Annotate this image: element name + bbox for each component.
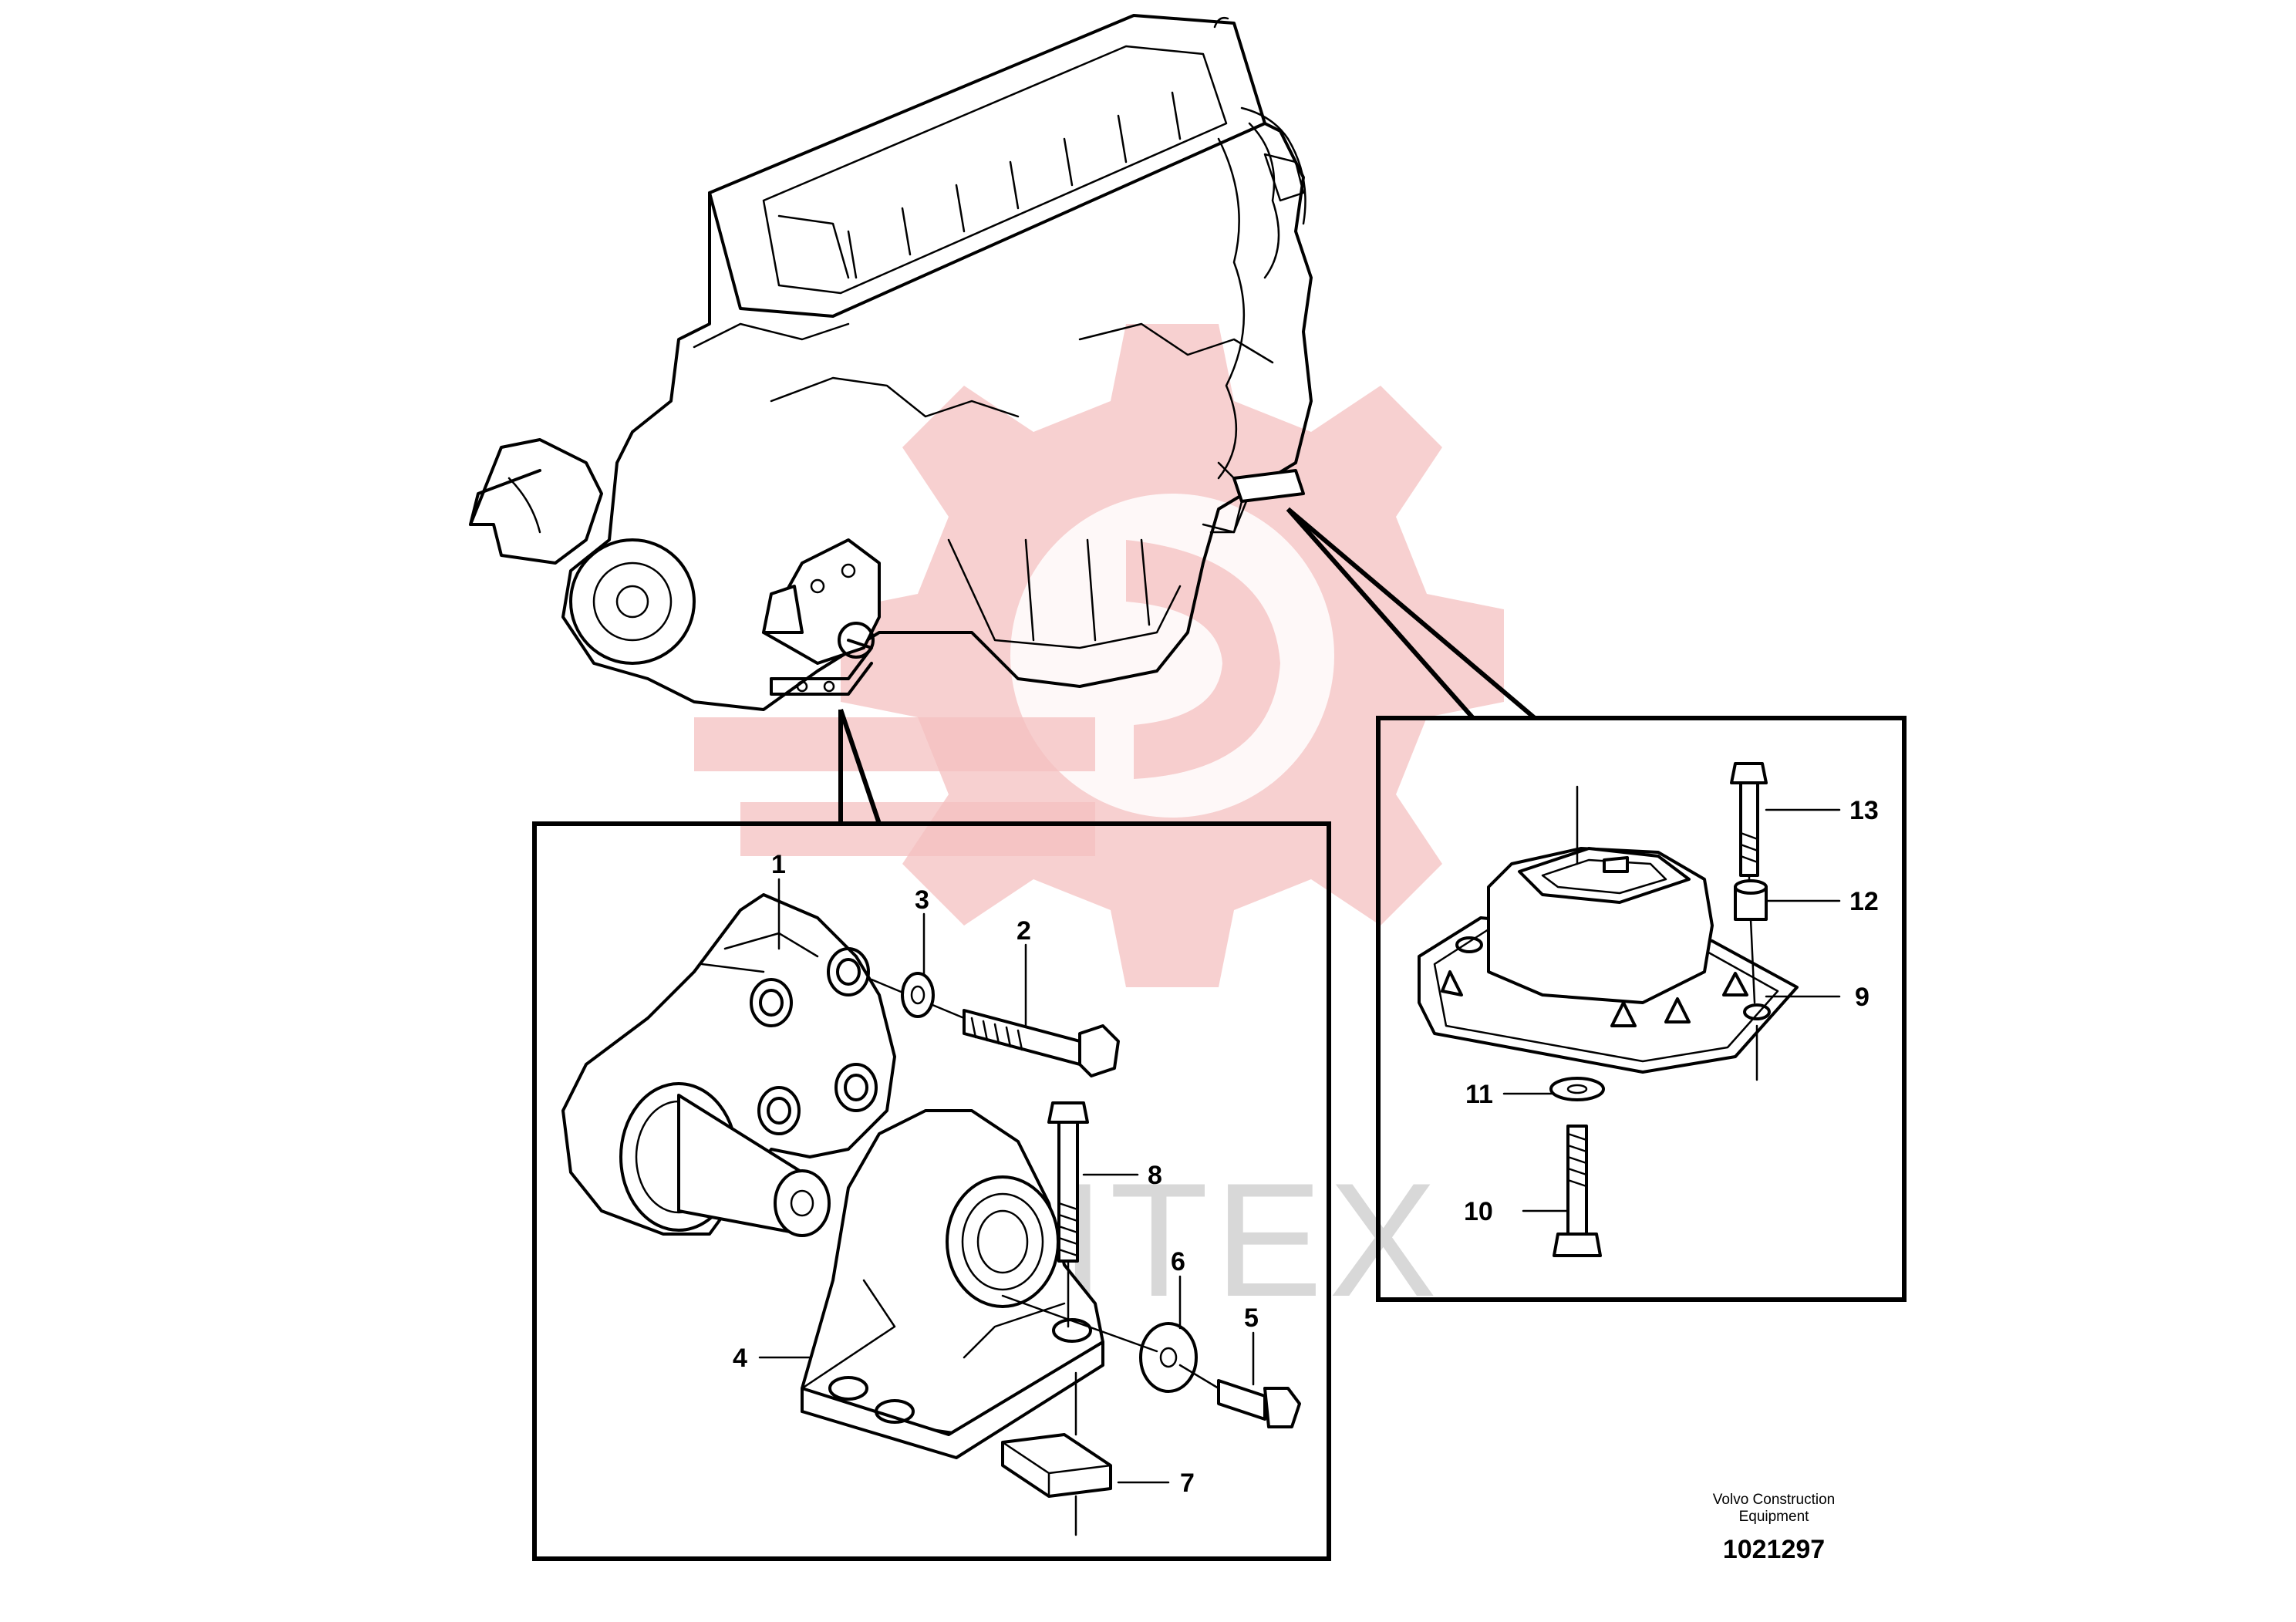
rear-mount-assembly [1418, 762, 1799, 1257]
credit-line-2: Equipment [1739, 1509, 1810, 1525]
callout-12: 12 [1849, 887, 1879, 916]
callout-13: 13 [1849, 796, 1879, 825]
callout-labels: 1 2 3 4 5 6 7 8 9 10 11 12 13 [733, 796, 1879, 1498]
callout-2: 2 [1017, 916, 1031, 946]
credit-line-1: Volvo Construction [1713, 1492, 1835, 1508]
callout-4: 4 [733, 1344, 747, 1373]
document-number: 1021297 [1723, 1535, 1825, 1564]
right-detail-frame [1286, 507, 1907, 1302]
callout-11: 11 [1465, 1080, 1493, 1109]
leader-lines [758, 808, 1841, 1484]
callout-5: 5 [1244, 1303, 1259, 1333]
callout-8: 8 [1148, 1161, 1162, 1190]
callout-10: 10 [1464, 1197, 1493, 1226]
callout-9: 9 [1855, 983, 1870, 1012]
callout-7: 7 [1180, 1469, 1195, 1498]
footer: Volvo Construction Equipment 1021297 [1713, 1492, 1835, 1564]
front-mount-assembly [561, 893, 1301, 1536]
left-detail-frame [532, 709, 1331, 1561]
callout-6: 6 [1171, 1247, 1185, 1276]
callout-3: 3 [915, 885, 929, 915]
bracket-bolt-holes [750, 947, 878, 1135]
engine-block [469, 14, 1313, 711]
callout-1: 1 [771, 850, 786, 879]
